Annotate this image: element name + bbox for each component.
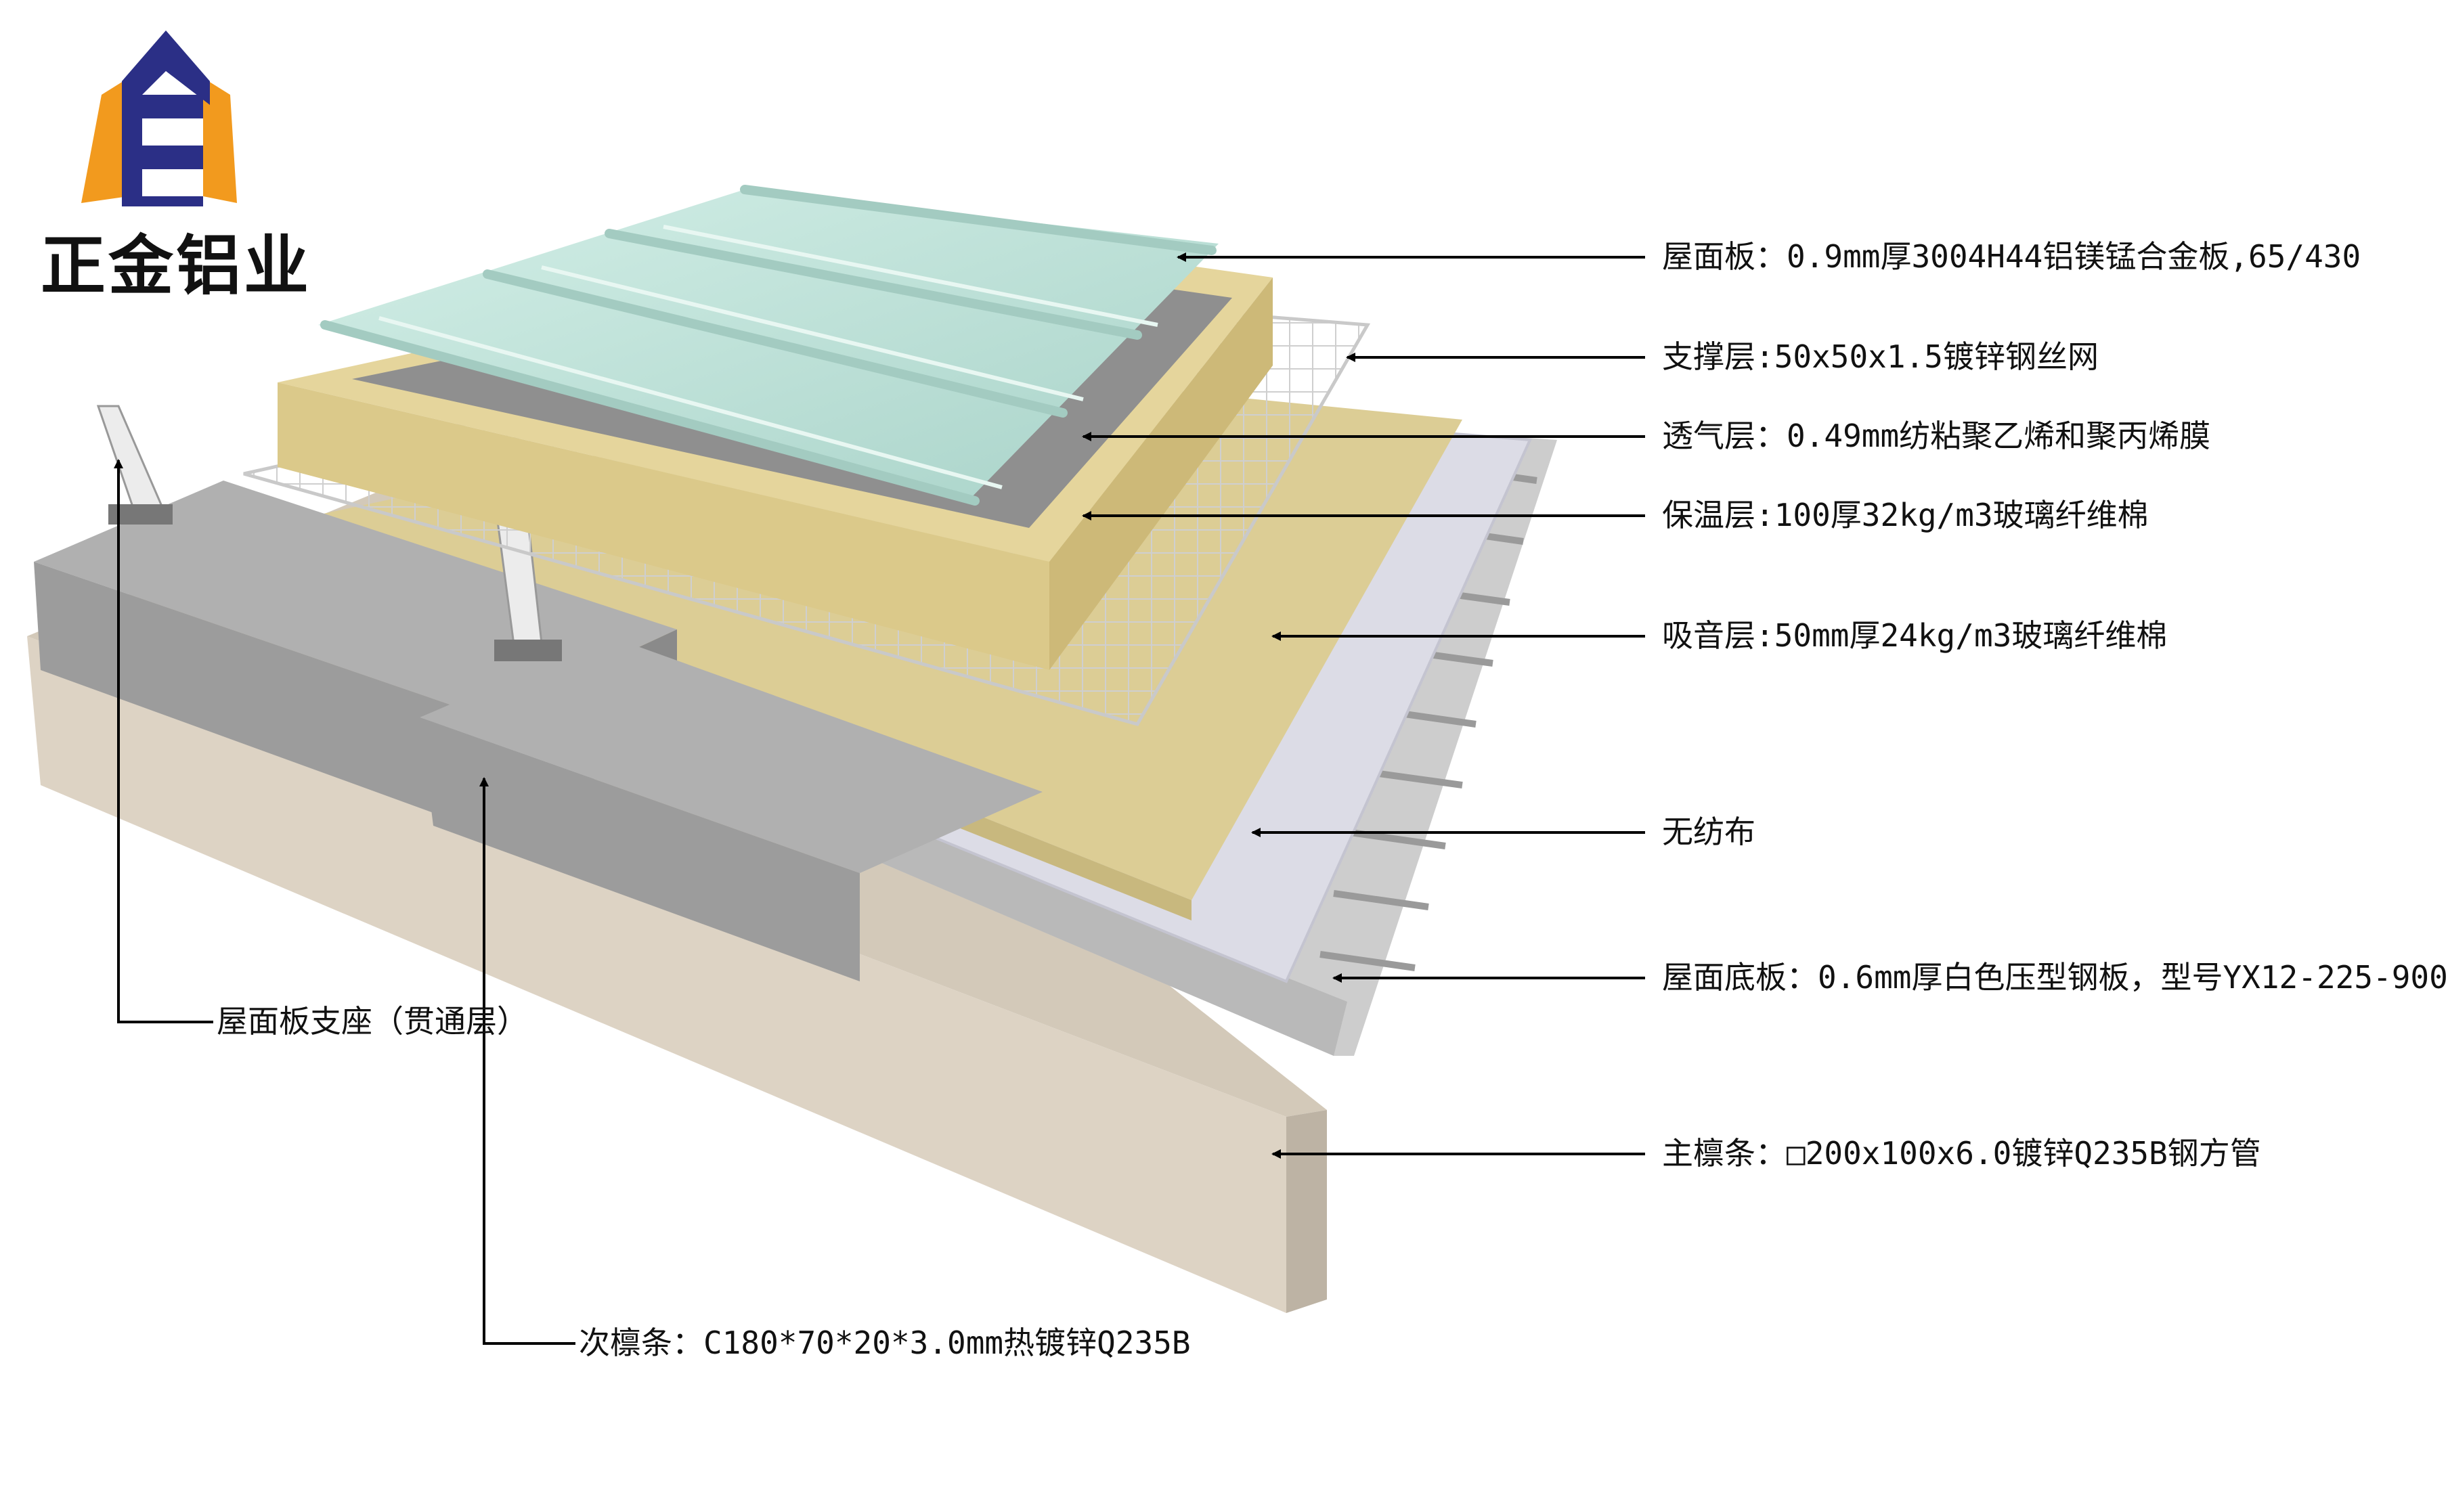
logo-left-wing (81, 78, 129, 203)
label-bottom-panel: 屋面底板：0.6mm厚白色压型钢板，型号YX12-225-900 (1662, 959, 2448, 996)
main-purlin-side (1286, 1110, 1327, 1313)
roof-sheet (318, 185, 1219, 506)
insulation-layer-side (1049, 277, 1273, 670)
logo-center-mark (122, 30, 210, 206)
logo-right-wing (203, 78, 237, 203)
leader-panel-support (114, 459, 213, 1023)
brand-name: 正金铝业 (41, 228, 311, 304)
secondary-purlin-right (420, 636, 1043, 981)
label-support-layer: 支撑层:50x50x1.5镀锌钢丝网 (1662, 338, 2099, 375)
leader-secondary-purlin (479, 777, 575, 1345)
label-nonwoven: 无纺布 (1662, 814, 1755, 850)
panel-support-1 (96, 405, 173, 525)
main-purlin-front (27, 636, 1286, 1313)
roof-sheet-ribs (320, 185, 1217, 506)
label-secondary-purlin: 次檩条：C180*70*20*3.0mm热镀锌Q235B (579, 1325, 1191, 1361)
roof-system-diagram (27, 30, 1645, 1345)
label-panel-support: 屋面板支座（贯通层） (217, 1003, 528, 1040)
brand-logo (81, 30, 237, 206)
leader-lines (114, 252, 1645, 1345)
label-breathable-layer: 透气层：0.49mm纺粘聚乙烯和聚丙烯膜 (1662, 418, 2211, 454)
label-roof-panel: 屋面板：0.9mm厚3004H44铝镁锰合金板,65/430 (1662, 238, 2361, 275)
roof-sheet-seams (378, 225, 1158, 489)
label-acoustic-layer: 吸音层:50mm厚24kg/m3玻璃纤维棉 (1662, 617, 2168, 654)
label-main-purlin: 主檩条：□200x100x6.0镀锌Q235B钢方管 (1662, 1135, 2261, 1172)
label-insulation-layer: 保温层:100厚32kg/m3玻璃纤维棉 (1662, 497, 2149, 533)
insulation-layer-front (278, 382, 1049, 670)
